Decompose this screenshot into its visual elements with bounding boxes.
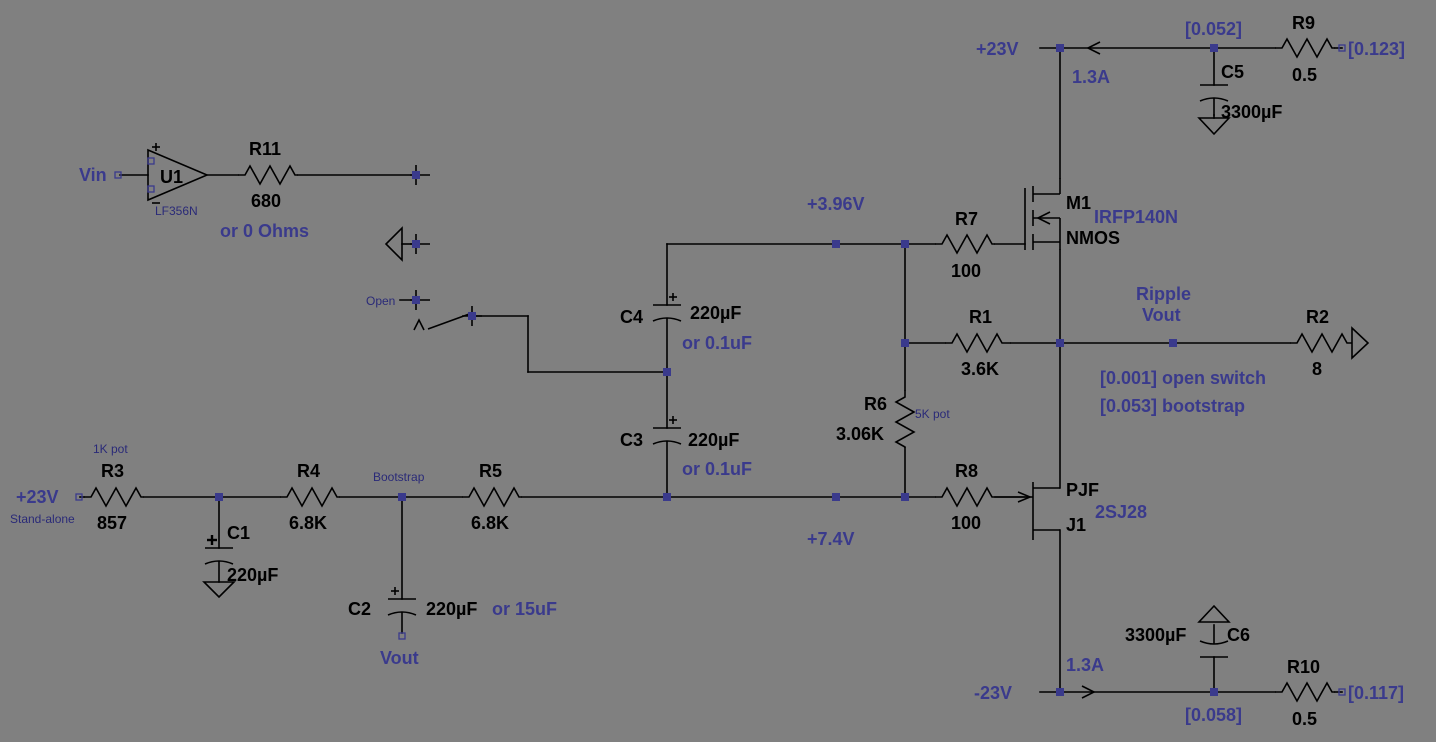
label-ripple-boot: [0.053] bootstrap <box>1100 396 1245 416</box>
label-r11-note: or 0 Ohms <box>220 221 309 241</box>
label-m1-type: NMOS <box>1066 228 1120 248</box>
pjf-j1 <box>995 482 1060 540</box>
label-v74: +7.4V <box>807 529 855 549</box>
label-current-bottom: 1.3A <box>1066 655 1104 675</box>
label-vin: Vin <box>79 165 107 185</box>
label-r3-note: 1K pot <box>93 442 128 456</box>
label-c3-alt: or 0.1uF <box>682 459 752 479</box>
resistor-r3 <box>84 486 144 508</box>
label-c6-meas: [0.058] <box>1185 705 1242 725</box>
label-r6-note: 5K pot <box>915 407 950 421</box>
label-r5-ref: R5 <box>479 461 502 481</box>
opamp-u1 <box>147 143 210 204</box>
label-r8-val: 100 <box>951 513 981 533</box>
capacitor-c6 <box>1199 640 1229 658</box>
label-r7-ref: R7 <box>955 209 978 229</box>
ground-c1 <box>202 581 236 599</box>
label-r6-val: 3.06K <box>836 424 884 444</box>
resistor-r2 <box>1290 332 1352 354</box>
label-c5-meas: [0.052] <box>1185 19 1242 39</box>
label-c1-ref: C1 <box>227 523 250 543</box>
label-m1-ref: M1 <box>1066 193 1091 213</box>
label-r9-ref: R9 <box>1292 13 1315 33</box>
ground-r2 <box>1351 326 1370 360</box>
label-r11-val: 680 <box>251 191 281 211</box>
label-c3-val: 220µF <box>688 430 739 450</box>
label-vplus-in: +23V <box>16 487 59 507</box>
label-c6-ref: C6 <box>1227 625 1250 645</box>
label-j1-part: 2SJ28 <box>1095 502 1147 522</box>
label-current-top: 1.3A <box>1072 67 1110 87</box>
label-c4-val: 220µF <box>690 303 741 323</box>
label-r4-ref: R4 <box>297 461 320 481</box>
resistor-r5 <box>462 486 522 508</box>
ground-c6 <box>1197 604 1231 623</box>
label-r9-val: 0.5 <box>1292 65 1317 85</box>
label-r6-ref: R6 <box>864 394 887 414</box>
text-labels: Vin U1 LF356N R11 680 or 0 Ohms Open C4 … <box>10 13 1405 729</box>
label-r4-val: 6.8K <box>289 513 327 533</box>
label-r2-val: 8 <box>1312 359 1322 379</box>
capacitor-c4 <box>652 293 682 322</box>
label-m1-part: IRFP140N <box>1094 207 1178 227</box>
resistor-r7 <box>935 233 995 255</box>
resistor-r9 <box>1275 37 1335 59</box>
label-v396: +3.96V <box>807 194 865 214</box>
label-c5-val: 3300µF <box>1221 102 1282 122</box>
label-c3-ref: C3 <box>620 430 643 450</box>
label-r5-val: 6.8K <box>471 513 509 533</box>
capacitor-c1 <box>204 535 234 565</box>
label-j1-type: PJF <box>1066 480 1099 500</box>
label-r10-val: 0.5 <box>1292 709 1317 729</box>
resistor-r4 <box>280 486 340 508</box>
current-arrow-top <box>1086 41 1101 55</box>
label-r1-ref: R1 <box>969 307 992 327</box>
label-c2-ref: C2 <box>348 599 371 619</box>
label-c2-val: 220µF <box>426 599 477 619</box>
label-c6-val: 3300µF <box>1125 625 1186 645</box>
label-u1-part: LF356N <box>155 204 198 218</box>
label-r9-meas: [0.123] <box>1348 39 1405 59</box>
label-ripple-open: [0.001] open switch <box>1100 368 1266 388</box>
resistor-r8 <box>935 486 995 508</box>
label-vpos: +23V <box>976 39 1019 59</box>
label-r3-ref: R3 <box>101 461 124 481</box>
label-r7-val: 100 <box>951 261 981 281</box>
label-c4-ref: C4 <box>620 307 643 327</box>
label-c2-alt: or 15uF <box>492 599 557 619</box>
capacitor-c2 <box>387 587 417 616</box>
label-j1-ref: J1 <box>1066 515 1086 535</box>
capacitor-c3 <box>652 416 682 445</box>
label-vout: Vout <box>380 648 419 668</box>
ground-switch <box>384 226 403 262</box>
label-c5-ref: C5 <box>1221 62 1244 82</box>
label-ripple-2: Vout <box>1142 305 1181 325</box>
nmos-m1 <box>1024 178 1061 250</box>
label-c1-val: 220µF <box>227 565 278 585</box>
label-r2-ref: R2 <box>1306 307 1329 327</box>
resistor-r1 <box>945 332 1011 354</box>
label-r10-meas: [0.117] <box>1348 683 1404 703</box>
open-stubs <box>410 165 430 310</box>
label-r10-ref: R10 <box>1287 657 1320 677</box>
current-arrow-bottom <box>1081 685 1096 699</box>
label-r8-ref: R8 <box>955 461 978 481</box>
label-ripple-1: Ripple <box>1136 284 1191 304</box>
label-vneg: -23V <box>974 683 1012 703</box>
label-u1-ref: U1 <box>160 167 183 187</box>
label-r1-val: 3.6K <box>961 359 999 379</box>
junctions <box>215 44 1218 696</box>
label-r11-ref: R11 <box>249 139 281 159</box>
label-open: Open <box>366 294 395 308</box>
resistor-r6 <box>894 390 916 448</box>
pin-markers <box>75 44 1346 696</box>
label-c4-alt: or 0.1uF <box>682 333 752 353</box>
label-standalone: Stand-alone <box>10 512 75 526</box>
resistor-r10 <box>1275 681 1335 703</box>
label-r3-val: 857 <box>97 513 127 533</box>
label-bootstrap: Bootstrap <box>373 470 425 484</box>
resistor-r11 <box>238 164 298 186</box>
capacitor-c5 <box>1199 84 1229 102</box>
